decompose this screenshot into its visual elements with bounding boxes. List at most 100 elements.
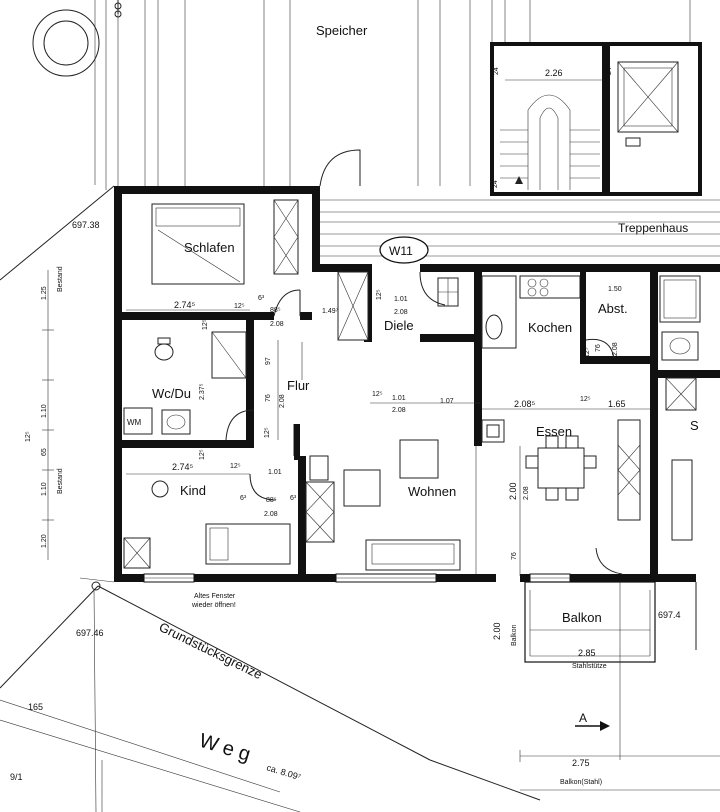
label-weg-length: ca. 8.09⁷: [265, 762, 302, 782]
label-wm: WM: [127, 418, 142, 427]
wall-schlafen-south: [114, 312, 274, 320]
dim-1-20: 1.20: [41, 534, 48, 548]
label-essen: Essen: [536, 424, 572, 439]
dim-2-26: 2.26: [545, 68, 563, 78]
dim-12-5-v: 12⁵: [25, 431, 32, 442]
armchair-1: [343, 469, 381, 507]
label-balkon-stahl: Balkon(Stahl): [560, 779, 602, 786]
dim-12-5-h: 12⁵: [199, 449, 206, 460]
kind-lamp: [151, 480, 169, 498]
room-schlafen: [151, 199, 299, 285]
toilet: [154, 343, 174, 361]
dim-2-00-b: 2.00: [492, 622, 502, 640]
label-section-a: A: [579, 711, 587, 725]
dim-12-5-b: 12⁵: [376, 289, 383, 300]
label-bestand-1: Bestand: [57, 266, 64, 292]
dim-12-5-c: 12⁵: [584, 347, 591, 358]
parcel-165: 165: [28, 702, 43, 712]
dim-6-3-b: 6³: [240, 495, 247, 502]
wall-kind-east: [298, 456, 306, 574]
door-arc-wc: [225, 409, 255, 441]
wall-kochen-west: [474, 272, 482, 446]
elevation-top-left: 697.38: [72, 220, 100, 230]
washbasin: [161, 409, 191, 435]
dining-table: [537, 447, 585, 489]
dim-1-01-a: 1.01: [394, 296, 408, 303]
kitchen-sink: [485, 314, 503, 340]
label-abst: Abst.: [598, 301, 628, 316]
wall-right-room: [658, 370, 720, 378]
dim-24-b: 24: [606, 67, 613, 75]
dim-1-10-b: 1.10: [41, 482, 48, 496]
treppenhaus-floor: [312, 199, 720, 257]
chimney: [481, 419, 505, 443]
label-weg: W e g: [197, 730, 253, 766]
wall-schlafen-south-2: [300, 312, 312, 320]
survey-point-top: [114, 2, 122, 10]
tree-symbol: [32, 9, 100, 77]
apartment-tag-w11: W11: [379, 236, 429, 264]
exterior-walls: [114, 186, 696, 582]
dim-76-b: 76: [265, 394, 272, 402]
dim-12-5-a: 12⁵: [234, 303, 245, 310]
wohnen-shelf: [305, 481, 335, 543]
label-flur: Flur: [287, 378, 310, 393]
door-arc-balkon: [595, 547, 623, 575]
dim-2-08-b: 2.08: [394, 309, 408, 316]
dim-1-01-c: 1.01: [268, 469, 282, 476]
roof-hatching: [94, 0, 691, 190]
label-grundstuecksgrenze: Grundstücksgrenze: [157, 619, 265, 682]
dim-2-00-a: 2.00: [508, 482, 518, 500]
wall-stair-west: [312, 186, 320, 266]
label-wohnen: Wohnen: [408, 484, 456, 499]
dim-24-a: 24: [493, 67, 500, 75]
sideboard: [617, 419, 641, 521]
wall-diele-south: [420, 334, 480, 342]
balkon: [524, 581, 656, 663]
dim-6-3-a: 6³: [258, 295, 265, 302]
label-diele: Diele: [384, 318, 414, 333]
dim-12-5-i: 12⁵: [230, 463, 241, 470]
label-balkon-side: Balkon: [511, 624, 518, 646]
dim-1-10-a: 1.10: [41, 404, 48, 418]
dim-1-01-b: 1.01: [392, 395, 406, 402]
label-kind: Kind: [180, 483, 206, 498]
label-altes-fenster-1: Altes Fenster: [194, 593, 236, 600]
label-wc-du: Wc/Du: [152, 386, 191, 401]
kitchen-counter: [481, 275, 517, 349]
dim-2-08-a: 2.08: [270, 321, 284, 328]
dim-schlafen-w: 2.74⁵: [174, 300, 196, 310]
label-treppenhaus: Treppenhaus: [618, 221, 688, 235]
kind-bed: [205, 523, 291, 565]
property-boundary: [0, 185, 541, 812]
dim-2-08-d: 2.08: [279, 394, 286, 408]
dim-97: 97: [265, 357, 272, 365]
dim-2-37: 2.37⁵: [199, 383, 206, 400]
armchair-2: [399, 439, 439, 479]
label-balkon: Balkon: [562, 610, 602, 625]
dim-6-3-c: 6³: [290, 495, 297, 502]
dim-2-85: 2.85: [578, 648, 596, 658]
dim-12-5-g: 12⁵: [580, 396, 591, 403]
dim-12-5-d: 12⁵: [202, 319, 209, 330]
wall-stair-south-2: [420, 264, 720, 272]
elevation-bottom-left: 697.46: [76, 628, 104, 638]
dim-88-5-b: 88⁵: [266, 497, 277, 504]
wall-stair-south-1: [312, 264, 372, 272]
label-schlafen: Schlafen: [184, 240, 235, 255]
dim-2-08-c: 2.08: [612, 342, 619, 356]
label-w11: W11: [389, 244, 413, 258]
label-speicher: Speicher: [316, 23, 368, 38]
bed: [151, 203, 245, 285]
dim-1-50: 1.50: [608, 286, 622, 293]
room-wc-du: [122, 320, 254, 448]
dim-12-5-e: 12⁵: [264, 427, 271, 438]
label-s-partial: S: [690, 418, 699, 433]
room-kochen: [481, 275, 581, 349]
door-arc-entrance: [319, 149, 361, 187]
dim-2-75: 2.75: [572, 758, 590, 768]
dim-2-08-e: 2.08: [392, 407, 406, 414]
right-toilet: [661, 331, 699, 361]
wall-abst-south: [580, 356, 654, 364]
